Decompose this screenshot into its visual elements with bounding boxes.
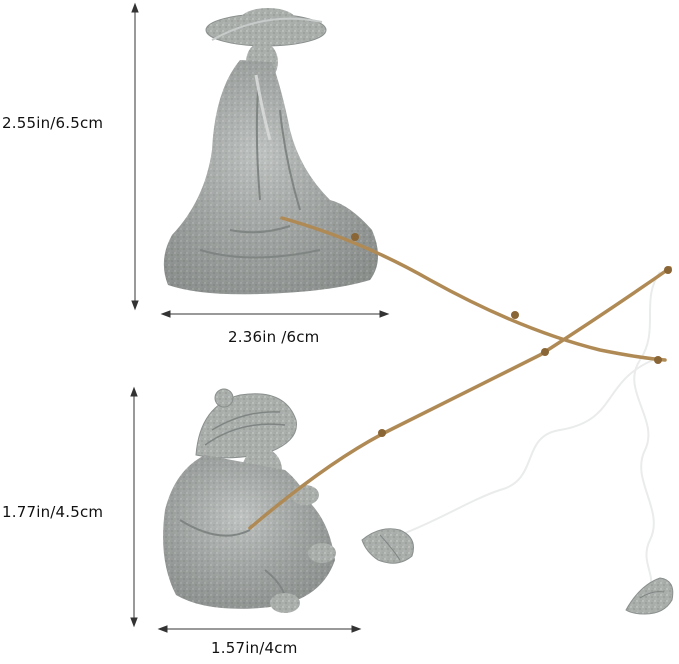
bottom-figurine-height-label: 1.77in/4.5cm [2, 503, 104, 521]
dimension-lines-top [131, 2, 390, 318]
fishing-rods [248, 216, 672, 530]
top-figurine-width-label: 2.36in /6cm [228, 328, 320, 346]
bottom-figurine-width-label: 1.57in/4cm [211, 639, 298, 657]
stone-fish-left [361, 528, 414, 564]
top-figurine-height-label: 2.55in/6.5cm [2, 114, 104, 132]
fishing-lines [399, 271, 661, 586]
stone-fish-right [625, 577, 674, 615]
dimension-lines-bottom [130, 386, 362, 633]
tall-fisherman-figurine [163, 8, 379, 295]
short-fisherman-figurine [163, 388, 336, 613]
